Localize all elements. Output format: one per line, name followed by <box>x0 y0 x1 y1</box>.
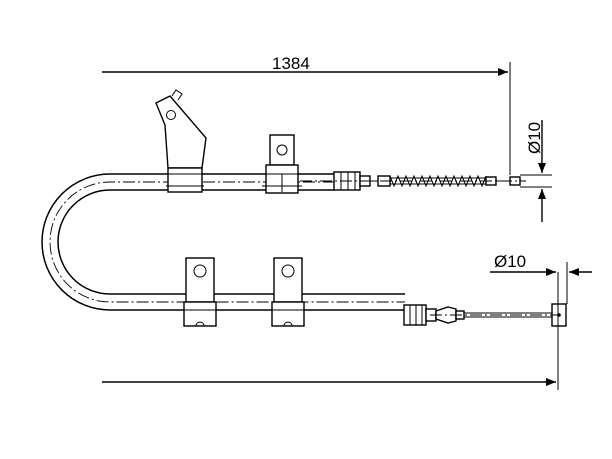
cable-sheath <box>41 173 405 311</box>
bottom-diameter-dimension: Ø10 <box>490 252 592 304</box>
dimension-diameter-top-label: Ø10 <box>525 122 544 154</box>
length-dimension: 1384 <box>102 54 559 390</box>
lower-clip-bracket-left <box>180 257 220 327</box>
lower-clip-bracket-right <box>268 257 308 327</box>
top-end-fitting <box>300 171 526 191</box>
bottom-end-fitting <box>403 303 567 327</box>
top-clip-bracket <box>262 134 302 194</box>
angled-mounting-bracket <box>155 89 207 193</box>
top-diameter-dimension: Ø10 <box>520 120 552 222</box>
dimension-length-label: 1384 <box>272 54 310 73</box>
dimension-diameter-bottom-label: Ø10 <box>494 252 526 271</box>
